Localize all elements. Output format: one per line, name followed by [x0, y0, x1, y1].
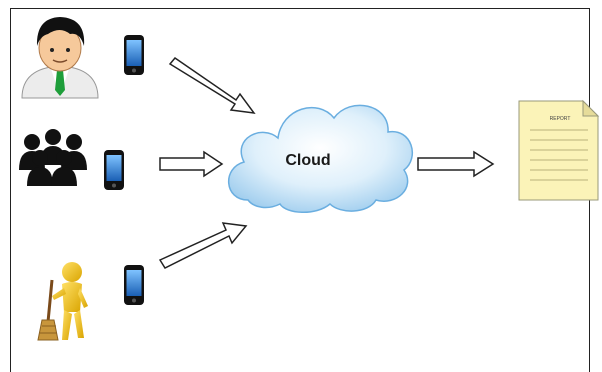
arrow-to-cloud-bottom — [158, 222, 248, 269]
cloud-label: Cloud — [285, 152, 330, 169]
businessman-icon — [21, 17, 99, 99]
smartphone-icon — [104, 150, 124, 190]
smartphone-icon — [124, 265, 144, 305]
group-of-people-icon — [19, 129, 87, 186]
arrow-to-report — [417, 150, 495, 178]
report-document-icon: REPORT — [518, 99, 600, 201]
report-label: REPORT — [550, 116, 571, 122]
janitor-with-broom-icon — [37, 262, 88, 341]
cloud-shape: Cloud — [227, 104, 414, 213]
smartphone-icon — [124, 35, 144, 75]
arrow-to-cloud-middle — [159, 150, 224, 178]
arrow-to-cloud-top — [168, 56, 256, 114]
